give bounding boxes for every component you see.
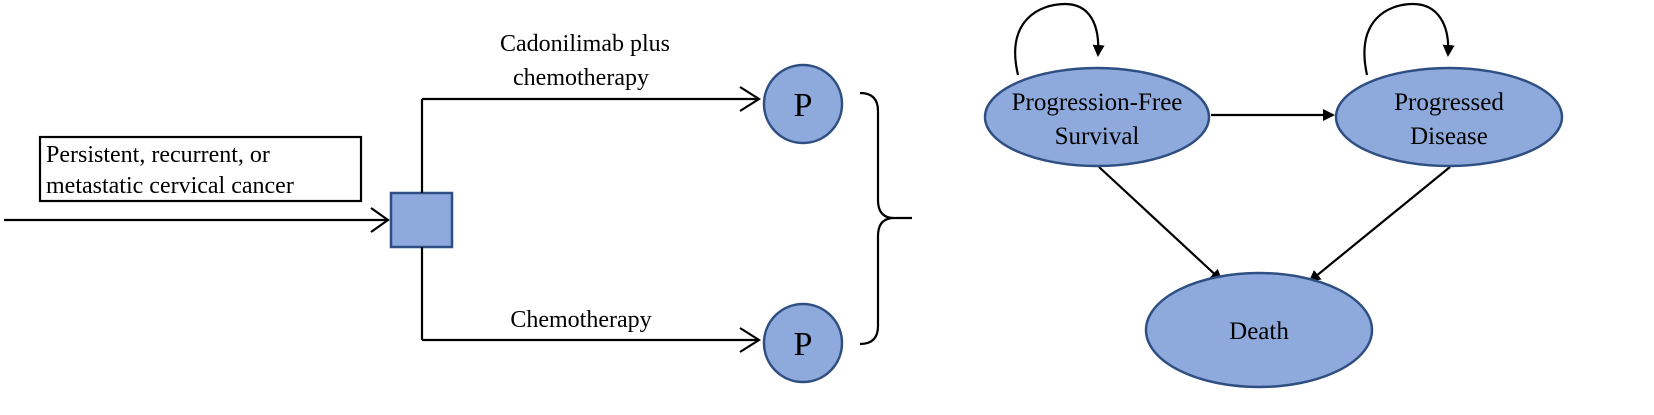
arm-top-label-line2: chemotherapy [513,65,649,91]
markov-node-bottom-label: P [794,326,813,363]
entry-label-line1: Persistent, recurrent, or [46,142,270,168]
entry-arrow-head [370,207,390,233]
arm-bottom-label: Chemotherapy [510,307,651,333]
markov-node-top [762,63,844,145]
state-death [1144,271,1374,389]
pd-self-loop [1363,2,1455,76]
edge-pd-to-death [1308,166,1451,283]
grouping-brace [859,91,895,346]
markov-node-bottom [762,302,844,384]
state-progression-free-survival [983,66,1211,168]
decision-tree: Persistent, recurrent, or metastatic cer… [4,31,912,384]
branch-top-arrow-head [739,86,762,112]
decision-node [389,191,454,249]
arm-top-label-line1: Cadonilimab plus [500,31,670,57]
state-progressed-disease [1334,66,1564,168]
state-pfs-label-line1: Progression-Free [1012,89,1183,116]
state-pd-label-line1: Progressed [1394,89,1504,116]
state-death-label: Death [1229,318,1289,345]
entry-label-box [38,135,363,203]
branch-bottom-arrow-head [739,327,762,353]
markov-model: Progression-Free Survival Progressed Dis… [983,2,1564,389]
markov-node-top-label: P [794,87,813,124]
state-pd-label-line2: Disease [1410,123,1488,150]
state-pfs-label-line2: Survival [1055,123,1140,150]
entry-label-line2: metastatic cervical cancer [46,173,294,199]
edge-pfs-to-death [1098,166,1223,282]
pfs-self-loop [1014,2,1105,76]
